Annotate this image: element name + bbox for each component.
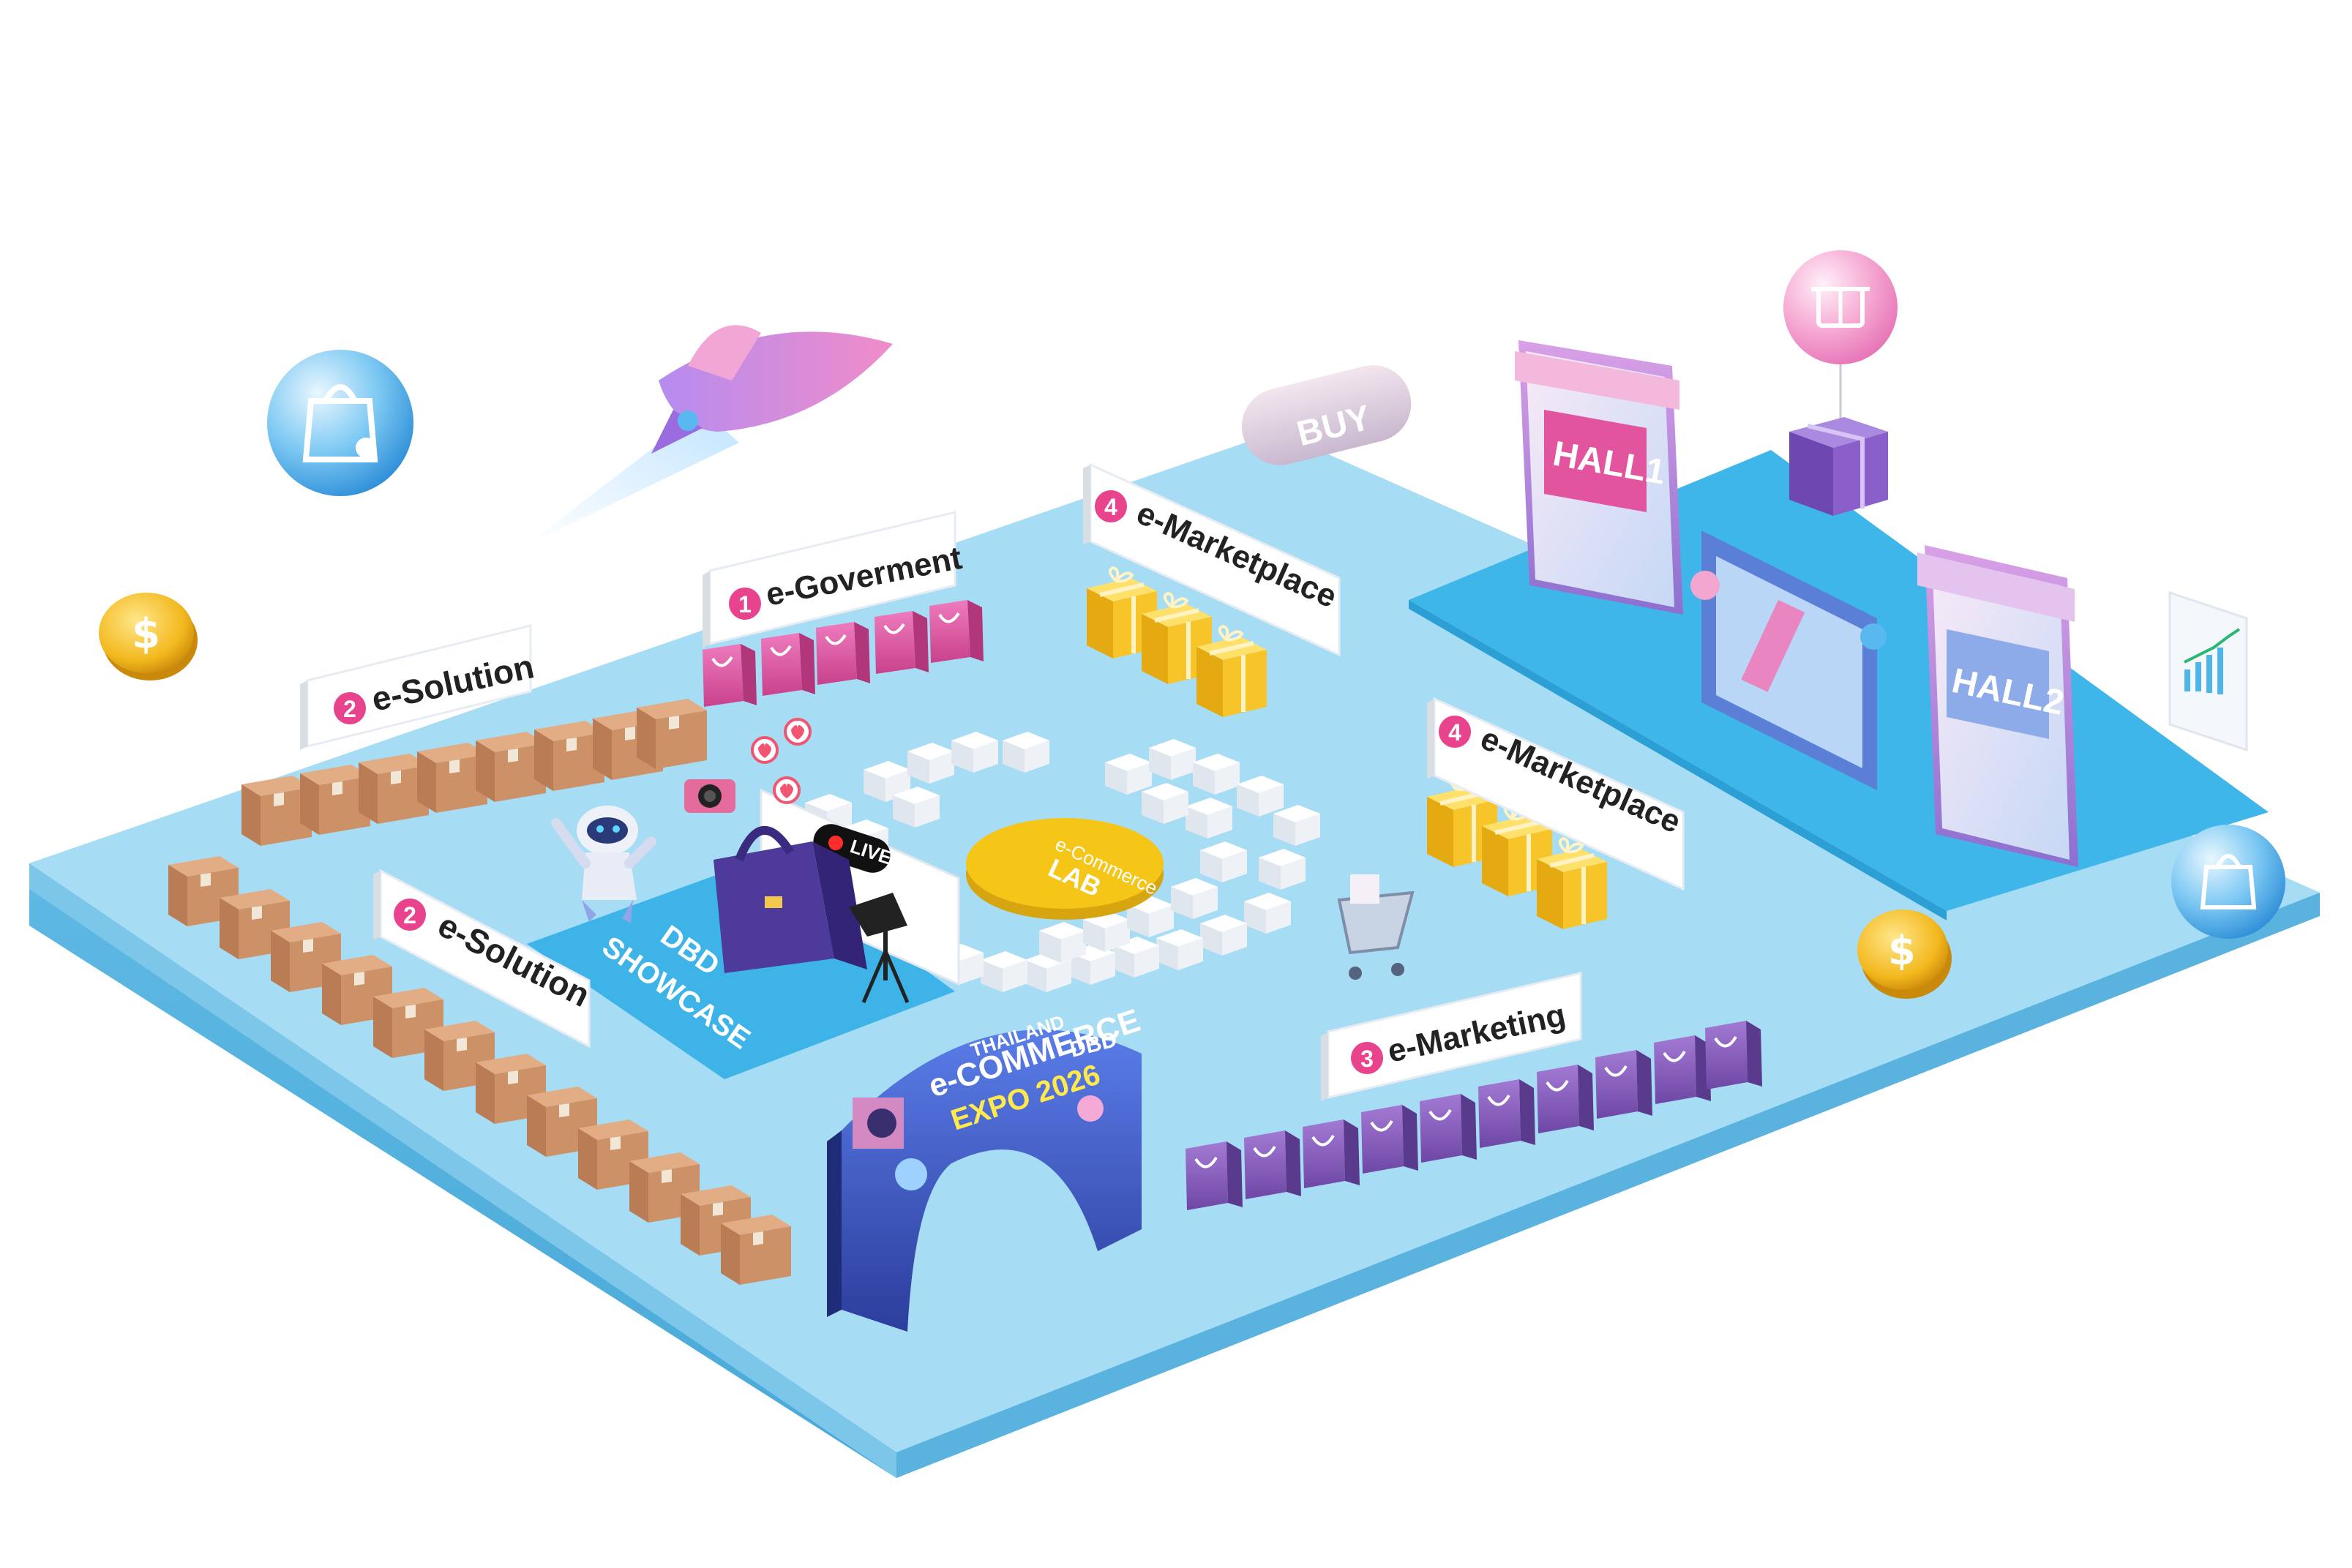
hall-exhibit	[1690, 530, 1887, 790]
zone-badge	[394, 899, 426, 931]
zone-badge-number: 4	[1104, 494, 1117, 520]
handbag-icon	[714, 826, 867, 973]
e-solution-top-sign: 2 e-Solution	[300, 624, 537, 750]
coin-symbol: $	[132, 610, 160, 658]
spotlight-icon	[849, 893, 910, 1003]
e-solution-top-booth: 2 e-Solution	[241, 624, 707, 846]
buy-button: BUY	[1241, 365, 1412, 465]
camera-icon	[684, 779, 735, 813]
record-icon	[828, 836, 843, 850]
zone-badge-number: 2	[403, 902, 416, 929]
robot-icon	[551, 806, 656, 923]
coin-symbol: $	[1888, 928, 1916, 974]
zone-badge	[729, 588, 761, 620]
e-commerce-lab: e-Commerce LAB	[805, 732, 1320, 992]
shopping-cart-icon	[1337, 874, 1415, 980]
zone-badge	[1351, 1042, 1383, 1074]
e-goverment-sign: 1 e-Goverment	[703, 511, 965, 648]
shopping-bag-icon	[2171, 825, 2285, 939]
zone-badge	[1095, 490, 1127, 522]
zone-badge-number: 2	[343, 696, 356, 722]
coin-icon: $	[99, 593, 198, 680]
zone-badge-number: 3	[1360, 1046, 1374, 1072]
e-goverment-booth: 1 e-Goverment	[701, 511, 985, 708]
coin-icon: $	[1857, 909, 1952, 999]
chart-icon	[2168, 590, 2248, 752]
zone-badge	[1439, 716, 1471, 748]
hall1-phone: HALL1	[1515, 340, 1683, 615]
shopping-bag-icon	[267, 350, 413, 496]
zone-badge-number: 1	[738, 591, 752, 618]
heart-icon	[751, 718, 812, 804]
entrance-arch: THAILAND e-COMMERCE EXPO 2026 DBD	[827, 1002, 1145, 1332]
gift-icon	[1783, 250, 1898, 516]
rocket-icon	[527, 325, 893, 545]
zone-badge-number: 4	[1448, 719, 1461, 746]
hall2-phone: HALL2	[1917, 545, 2078, 867]
zone-badge	[334, 692, 366, 724]
lab-stage: e-Commerce LAB	[966, 818, 1164, 920]
showcase-backdrop: LIVE	[760, 788, 960, 986]
